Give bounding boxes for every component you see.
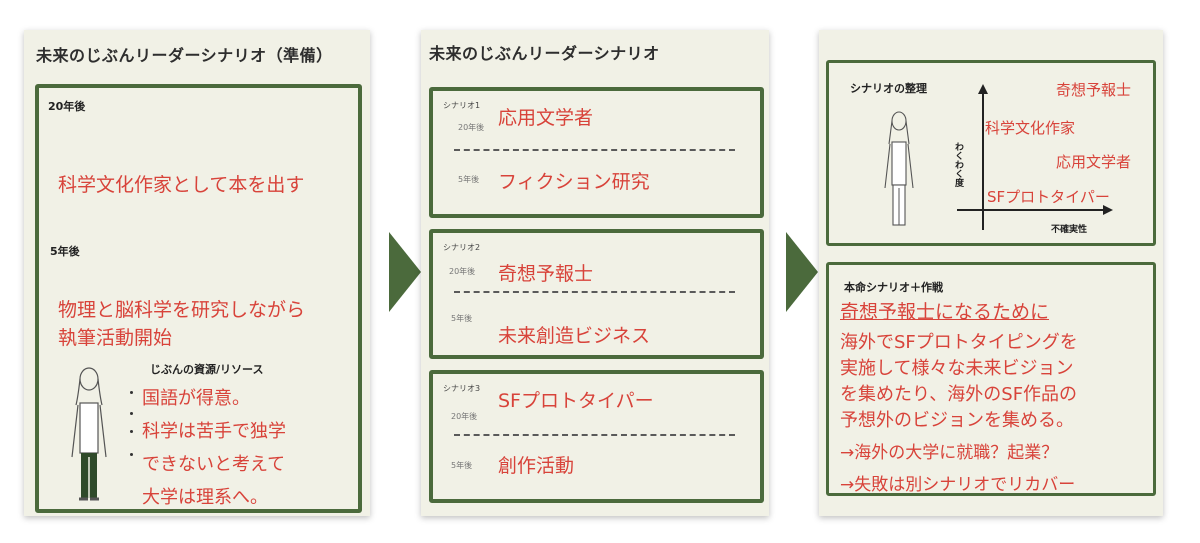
scenario-3-label: シナリオ3 bbox=[443, 384, 481, 393]
scenario-2-5y: 未来創造ビジネス bbox=[498, 325, 651, 347]
scenario-3-5y-label: 5年後 bbox=[451, 461, 473, 470]
panel2-title: 未来のじぶんリーダーシナリオ bbox=[429, 44, 660, 63]
y-axis-label: わくわく度 bbox=[953, 142, 963, 187]
panel-strategy: シナリオの整理 わくわく度 不確実性 奇想予報士 科学文化作家 応用文学者 SF… bbox=[819, 30, 1163, 516]
resource-item: 科学は苦手で独学 bbox=[142, 421, 286, 442]
panel-preparation: 未来のじぶんリーダーシナリオ（準備） 20年後 科学文化作家として本を出す 5年… bbox=[24, 30, 370, 516]
matrix-axes bbox=[957, 84, 1113, 230]
matrix-item: 応用文学者 bbox=[1056, 153, 1132, 171]
scenario-2-divider bbox=[454, 291, 735, 293]
strategy-title: 本命シナリオ＋作戦 bbox=[844, 281, 943, 294]
scenario-3-5y: 創作活動 bbox=[498, 455, 575, 477]
matrix-item: SFプロトタイパー bbox=[987, 188, 1110, 206]
person-illustration-right bbox=[884, 111, 914, 226]
strategy-line: →海外の大学に就職？起業？ bbox=[840, 443, 1059, 463]
scenario-2-20y: 奇想予報士 bbox=[498, 263, 594, 285]
scenario-1-20y: 応用文学者 bbox=[498, 107, 594, 129]
matrix-title: シナリオの整理 bbox=[850, 82, 927, 95]
scenario-1-20y-label: 20年後 bbox=[458, 123, 485, 132]
strategy-frame bbox=[826, 262, 1156, 496]
panel1-title: 未来のじぶんリーダーシナリオ（準備） bbox=[36, 46, 333, 65]
person-illustration-left bbox=[71, 367, 107, 501]
matrix-frame bbox=[826, 60, 1156, 246]
panel1-frame bbox=[35, 84, 362, 513]
matrix-item: 科学文化作家 bbox=[985, 119, 1076, 137]
arrow-right-2 bbox=[786, 232, 818, 312]
strategy-line: 予想外のビジョンを集める。 bbox=[840, 410, 1074, 431]
scenario-1-label: シナリオ1 bbox=[443, 101, 481, 110]
resource-item: 国語が得意。 bbox=[142, 388, 250, 409]
resource-item: できないと考えて bbox=[142, 454, 286, 475]
scenario-3-20y-label: 20年後 bbox=[451, 412, 478, 421]
scenario-1-5y-label: 5年後 bbox=[458, 175, 480, 184]
strategy-heading: 奇想予報士になるために bbox=[840, 301, 1050, 323]
scenario-2-label: シナリオ2 bbox=[443, 243, 481, 252]
label-5-years: 5年後 bbox=[50, 245, 80, 258]
scenario-3-20y: SFプロトタイパー bbox=[498, 390, 654, 412]
panel-scenarios: 未来のじぶんリーダーシナリオ シナリオ1 20年後 応用文学者 5年後 フィクシ… bbox=[421, 30, 769, 516]
goal-5-years-line2: 執筆活動開始 bbox=[58, 327, 173, 349]
scenario-3-divider bbox=[454, 434, 735, 436]
strategy-line: 海外でSFプロトタイピングを bbox=[840, 332, 1078, 353]
resource-item: 大学は理系へ。 bbox=[142, 487, 268, 508]
strategy-line: 実施して様々な未来ビジョン bbox=[840, 358, 1074, 379]
goal-5-years-line1: 物理と脳科学を研究しながら bbox=[58, 299, 306, 321]
scenario-1-divider bbox=[454, 149, 735, 151]
scenario-card-2 bbox=[429, 229, 764, 359]
arrow-right-1 bbox=[389, 232, 421, 312]
label-20-years: 20年後 bbox=[48, 100, 86, 113]
x-axis-label: 不確実性 bbox=[1051, 225, 1088, 235]
strategy-line: を集めたり、海外のSF作品の bbox=[840, 384, 1078, 405]
scenario-2-20y-label: 20年後 bbox=[449, 267, 476, 276]
resources-title: じぶんの資源/リソース bbox=[150, 363, 264, 376]
scenario-1-5y: フィクション研究 bbox=[498, 171, 650, 193]
scenario-2-5y-label: 5年後 bbox=[451, 314, 473, 323]
bullet-2 bbox=[130, 412, 133, 415]
goal-20-years: 科学文化作家として本を出す bbox=[58, 174, 305, 196]
strategy-line: →失敗は別シナリオでリカバー bbox=[840, 475, 1076, 495]
bullet-4 bbox=[130, 453, 133, 456]
matrix-item: 奇想予報士 bbox=[1056, 81, 1132, 99]
bullet-3 bbox=[130, 430, 133, 433]
scenario-card-3 bbox=[429, 370, 764, 503]
scenario-card-1 bbox=[429, 87, 764, 218]
bullet-1 bbox=[130, 391, 133, 394]
